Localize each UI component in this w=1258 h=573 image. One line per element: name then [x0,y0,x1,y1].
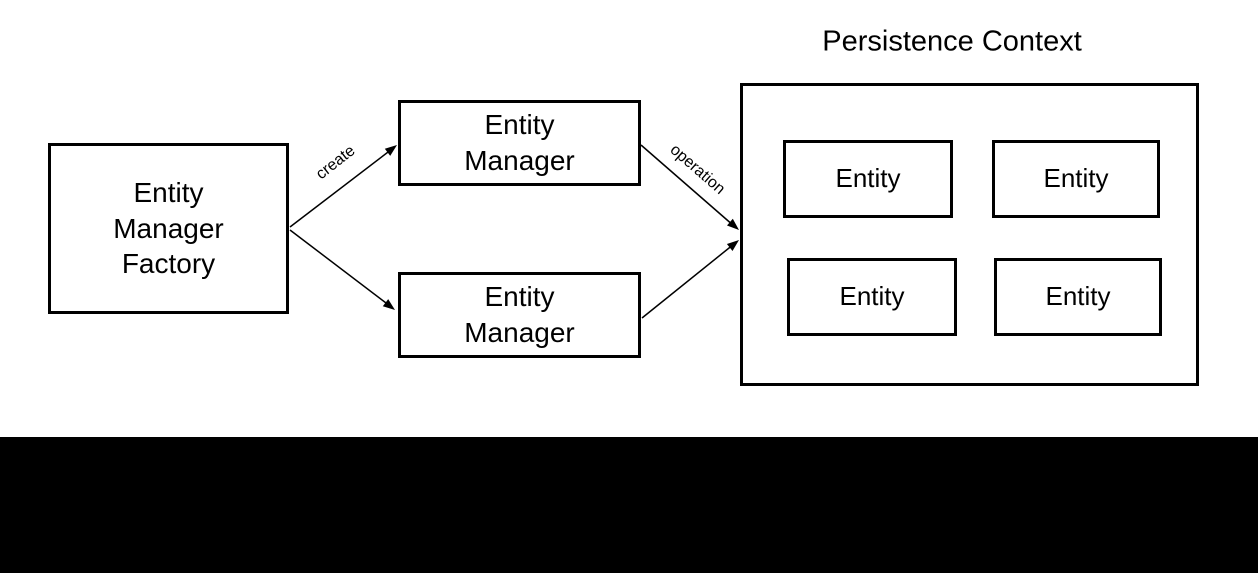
create-arrowhead-icon [384,145,397,156]
persistence-context-title: Persistence Context [822,25,1082,58]
manager-bottom-arrowhead-icon [726,240,739,251]
entity-manager-top-box: Entity Manager [398,100,641,186]
entity-manager-factory-label: Entity Manager Factory [113,176,224,280]
persistence-context-box [740,83,1199,386]
manager-bottom-arrow-line [641,243,735,319]
entity-label-4: Entity [1045,281,1111,312]
entity-manager-bottom-box: Entity Manager [398,272,641,358]
entity-box-3: Entity [787,258,957,336]
entity-manager-bottom-label: Entity Manager [464,281,575,348]
entity-label-1: Entity [835,163,901,194]
entity-manager-top-label: Entity Manager [464,109,575,176]
entity-manager-factory-box: Entity Manager Factory [48,143,289,314]
entity-label-2: Entity [1043,163,1109,194]
entity-box-1: Entity [783,140,953,218]
entity-box-4: Entity [994,258,1162,336]
bottom-black-bar [0,437,1258,573]
factory-bottom-arrow-line [289,229,391,307]
create-arrow-line [289,148,393,228]
entity-box-2: Entity [992,140,1160,218]
operation-arrowhead-icon [727,218,739,230]
factory-bottom-arrowhead-icon [382,299,395,310]
entity-label-3: Entity [839,281,905,312]
operation-arrow-line [640,144,735,227]
